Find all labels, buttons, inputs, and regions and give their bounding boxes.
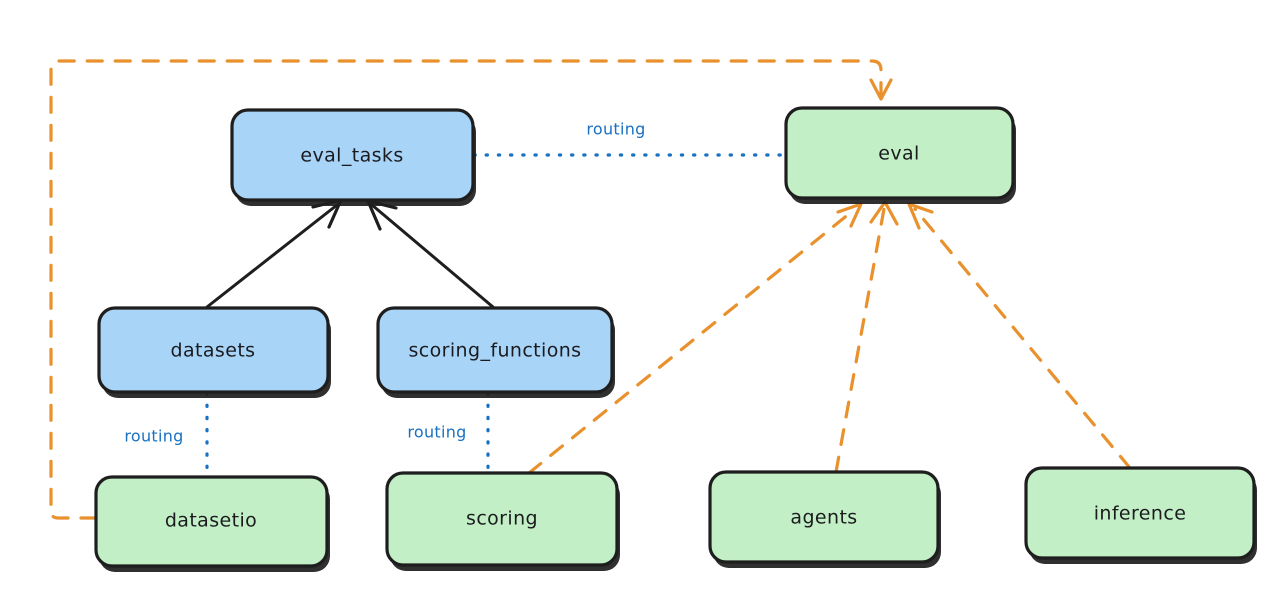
node-label-datasetio: datasetio [165,510,257,532]
node-label-scoring-functions: scoring_functions [409,340,582,362]
node-agents[interactable]: agents [708,470,941,568]
edge-datasets-to-eval-tasks [205,198,343,309]
node-label-inference: inference [1094,503,1187,525]
edge-layer: routing routing routing [49,59,1132,520]
edge-datasetio-to-eval [49,59,893,520]
edge-agents-to-eval [834,200,899,474]
node-layer: eval_tasks eval datasets scoring_functio… [94,106,1257,572]
node-inference[interactable]: inference [1024,466,1257,564]
edge-scoring-functions-to-scoring: routing [407,391,490,475]
edge-label-routing-left: routing [124,427,183,446]
node-eval-tasks[interactable]: eval_tasks [230,108,476,206]
node-label-agents: agents [790,507,857,529]
node-label-datasets: datasets [171,340,256,362]
node-datasets[interactable]: datasets [97,306,331,398]
edge-datasets-to-datasetio: routing [124,391,209,479]
node-scoring-functions[interactable]: scoring_functions [376,306,615,398]
edge-eval-tasks-to-eval: routing [472,120,788,157]
node-label-scoring: scoring [466,508,538,530]
edge-label-routing-mid: routing [407,423,466,442]
node-scoring[interactable]: scoring [385,471,620,571]
node-label-eval-tasks: eval_tasks [300,145,403,167]
node-eval[interactable]: eval [784,106,1016,204]
node-label-eval: eval [878,143,919,165]
node-datasetio[interactable]: datasetio [94,475,330,572]
edge-label-routing-top: routing [586,120,645,139]
edge-scoring-functions-to-eval-tasks [366,199,495,309]
edge-inference-to-eval [907,202,1132,470]
